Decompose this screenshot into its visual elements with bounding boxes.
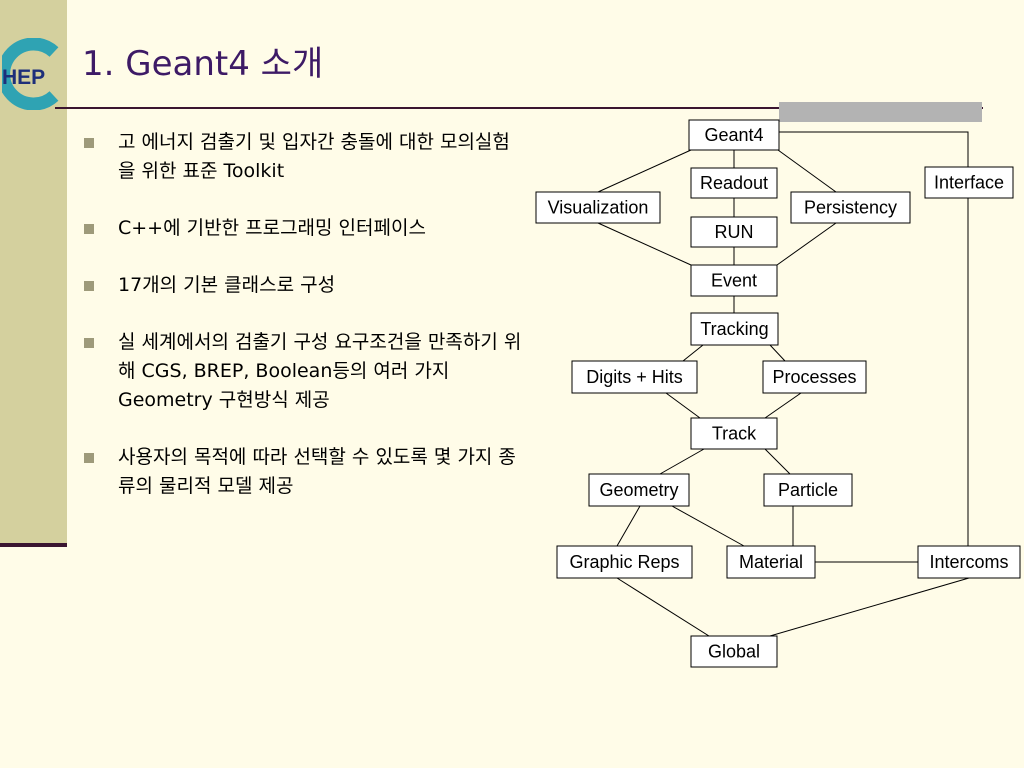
node-interface: Interface [924,166,1014,199]
node-box [924,166,1014,199]
node-label: Geometry [599,480,678,500]
bullet-item: 고 에너지 검출기 및 입자간 충돌에 대한 모의실험을 위한 표준 Toolk… [84,128,524,186]
node-box [690,216,778,248]
bullet-text: 사용자의 목적에 따라 선택할 수 있도록 몇 가지 종류의 물리적 모델 제공 [118,446,516,497]
edge-tracking-digits-hits [682,344,704,362]
node-box [790,191,911,224]
node-material: Material [726,545,816,579]
edge-tracking-processes [769,344,786,362]
bullet-square-icon [84,338,94,348]
node-label: Processes [772,367,856,387]
node-global: Global [690,635,778,668]
node-box [917,545,1021,579]
edge-geant4-visualization [597,149,692,193]
node-particle: Particle [763,473,853,507]
node-label: Persistency [804,198,897,218]
node-digits-hits: Digits + Hits [571,360,698,394]
edge-geometry-graphic-reps [616,505,641,547]
bullet-square-icon [84,138,94,148]
node-geant4: Geant4 [688,119,780,151]
node-box [535,191,661,224]
node-visualization: Visualization [535,191,661,224]
node-label: RUN [715,222,754,242]
bullet-square-icon [84,224,94,234]
title-rule [55,107,983,109]
node-label: Visualization [548,198,649,218]
hep-logo: HEP [2,38,59,110]
node-label: Geant4 [704,125,763,145]
edge-geant4-interface [779,131,969,167]
logo-text: HEP [2,66,45,89]
node-run: RUN [690,216,778,248]
bullet-item: C++에 기반한 프로그래밍 인터페이스 [84,214,524,243]
node-readout: Readout [690,167,778,199]
bullet-item: 17개의 기본 클래스로 구성 [84,271,524,300]
node-label: Tracking [700,319,768,339]
node-box [690,417,778,450]
node-label: Intercoms [929,552,1008,572]
page-title: 1. Geant4 소개 [82,44,324,84]
title-accent-bar [779,102,982,122]
bullet-text: 실 세계에서의 검출기 구성 요구조건을 만족하기 위해 CGS, BREP, … [118,331,522,411]
bullet-square-icon [84,281,94,291]
edge-visualization-event [597,222,692,266]
node-box [690,264,778,297]
node-intercoms: Intercoms [917,545,1021,579]
bullet-list: 고 에너지 검출기 및 입자간 충돌에 대한 모의실험을 위한 표준 Toolk… [84,128,524,529]
node-event: Event [690,264,778,297]
node-track: Track [690,417,778,450]
edge-geant4-persistency [777,149,837,193]
node-persistency: Persistency [790,191,911,224]
node-label: Readout [700,173,768,193]
node-label: Digits + Hits [586,367,683,387]
edge-track-geometry [659,448,705,475]
node-label: Track [712,424,757,444]
bullet-text: 고 에너지 검출기 및 입자간 충돌에 대한 모의실험을 위한 표준 Toolk… [118,131,510,182]
edge-intercoms-global [769,577,970,637]
node-box [556,545,693,579]
node-box [690,167,778,199]
node-label: Particle [778,480,838,500]
node-geometry: Geometry [588,473,690,507]
node-label: Material [739,552,803,572]
node-label: Event [711,271,757,291]
node-box [588,473,690,507]
bullet-text: C++에 기반한 프로그래밍 인터페이스 [118,217,426,239]
node-box [688,119,780,151]
bullet-item: 실 세계에서의 검출기 구성 요구조건을 만족하기 위해 CGS, BREP, … [84,328,524,415]
node-tracking: Tracking [690,312,779,346]
node-box [726,545,816,579]
node-box [762,360,867,394]
node-box [690,312,779,346]
node-box [571,360,698,394]
bullet-text: 17개의 기본 클래스로 구성 [118,274,336,296]
edge-digits-hits-track [665,392,701,419]
edge-persistency-event [776,222,837,266]
node-processes: Processes [762,360,867,394]
bullet-item: 사용자의 목적에 따라 선택할 수 있도록 몇 가지 종류의 물리적 모델 제공 [84,443,524,501]
bullet-square-icon [84,453,94,463]
node-box [763,473,853,507]
node-graphic-reps: Graphic Reps [556,545,693,579]
node-label: Global [708,642,760,662]
edge-track-particle [764,448,791,475]
left-divider-rule [0,543,67,547]
node-box [690,635,778,668]
node-label: Graphic Reps [569,552,679,572]
edge-graphic-reps-global [616,577,710,637]
edge-geometry-material [671,505,745,547]
node-label: Interface [934,173,1004,193]
edge-processes-track [764,392,802,419]
